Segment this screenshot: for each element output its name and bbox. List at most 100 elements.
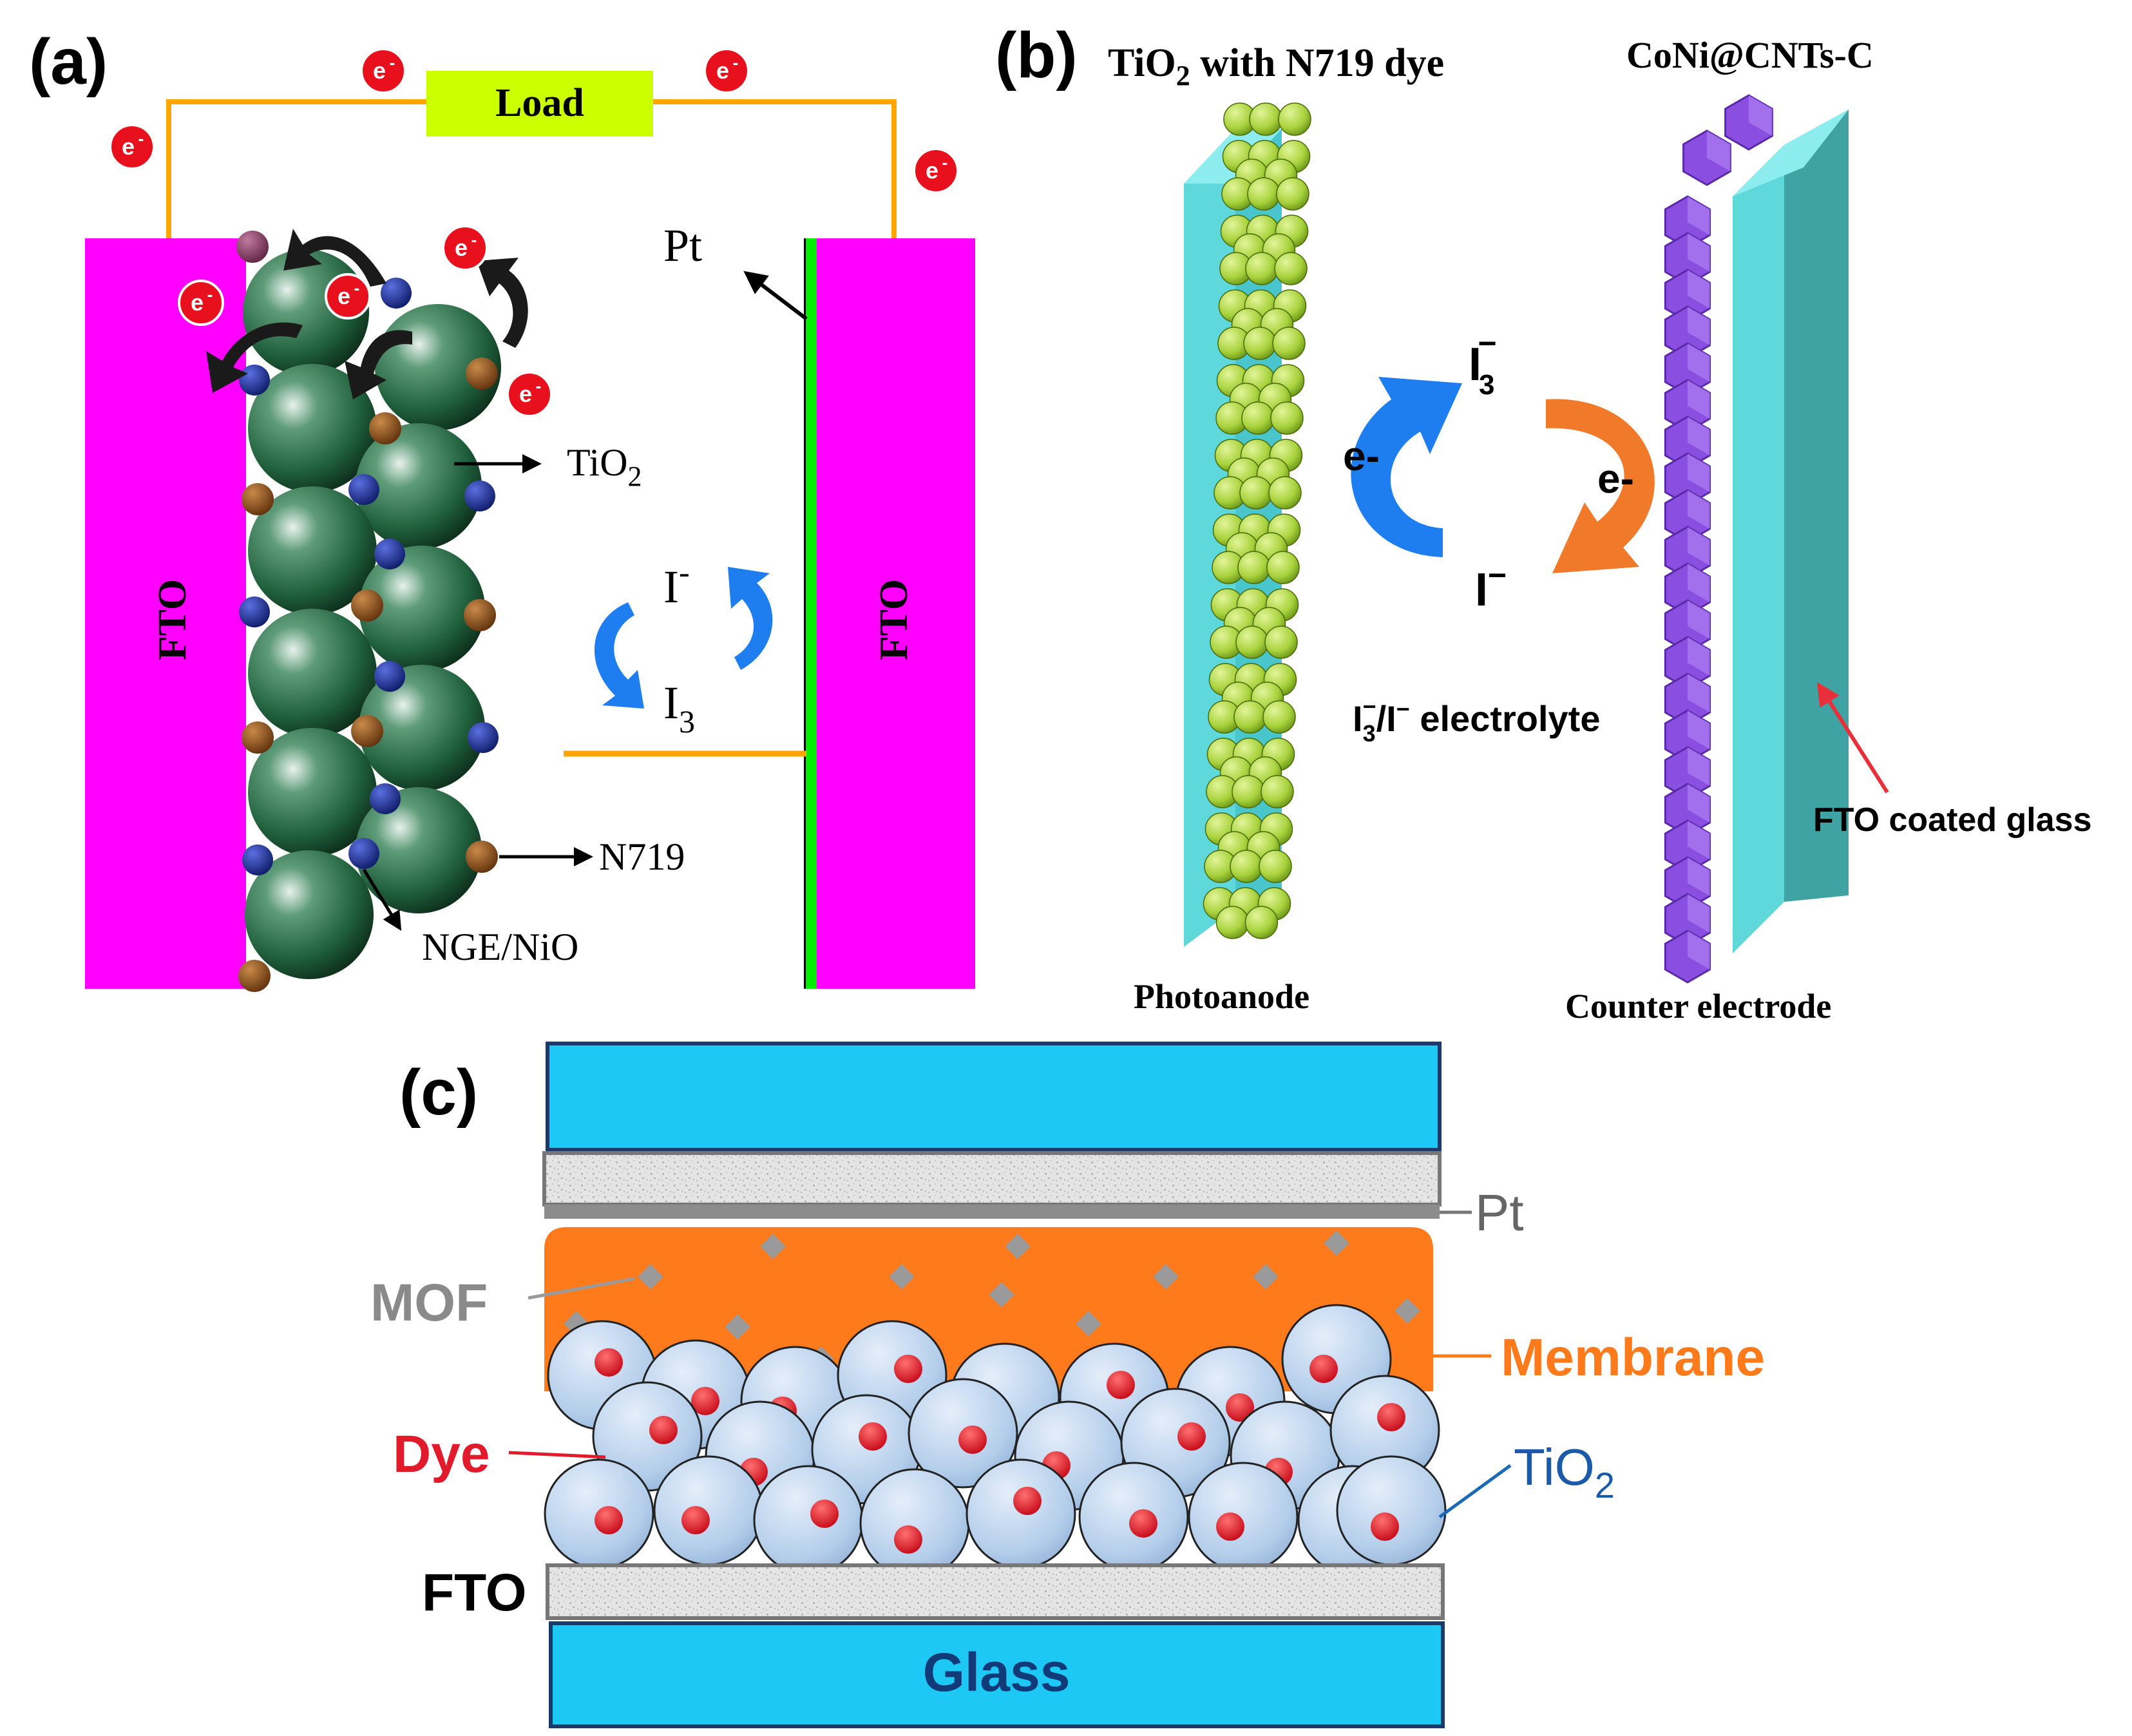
coni-particle [1664,636,1711,690]
pt-layer-c [544,1205,1440,1219]
nge-nio-pointer-arrow [362,868,402,931]
svg-text:-: - [207,285,213,304]
coni-particle [1682,129,1731,186]
iodide-label-b: I− [1475,557,1507,616]
dye-molecule-brown [466,358,498,390]
nanoparticle-bead [1274,252,1308,285]
fto-right-label: FTO [872,579,916,660]
dye-dot [894,1355,922,1383]
dye-dot [1129,1509,1157,1538]
nanoparticle-bead [1278,102,1311,136]
nanoparticle-bead [1235,625,1269,659]
tio2-sphere [248,486,377,615]
coni-particle [1664,893,1711,947]
dye-dot [1371,1512,1399,1541]
nanoparticle-bead [1261,775,1294,808]
tio2-ball [859,1468,970,1579]
nanoparticle-bead [1276,177,1309,211]
dye-molecule-blue [374,661,405,692]
dye-molecule-brown [242,721,274,754]
pt-label-c: Pt [1475,1184,1524,1241]
electron-transfer-arrows [206,229,528,399]
dye-molecule-blue [464,481,495,511]
coni-particle [1664,269,1711,323]
svg-text:-: - [471,230,477,249]
electron-marker: e - [442,225,488,271]
electron-marker: e - [325,273,371,320]
svg-text:e: e [338,283,350,309]
dye-label: Dye [393,1425,490,1483]
photoanode-title: TiO2 with N719 dye [1108,41,1444,91]
panel-a-tag: (a) [29,26,108,98]
tio2-sphere [248,609,377,738]
electron-marker: e - [703,48,750,94]
tio2-nanoparticles [544,1304,1447,1579]
mof-label: MOF [370,1273,488,1332]
tio2-sphere [245,850,374,979]
dye-pointer [508,1451,606,1459]
nanoparticle-bead [1233,700,1267,734]
coni-particle [1664,672,1711,727]
top-glass [546,1042,1442,1152]
counter-electrode-label: Counter electrode [1565,987,1831,1025]
dye-dot [1309,1355,1338,1383]
dye-molecule-brown [369,412,401,444]
coni-particle [1664,195,1711,249]
dye-molecule-blue [468,722,499,753]
svg-text:-: - [733,53,739,72]
svg-text:e: e [926,157,938,184]
svg-text:e: e [191,289,204,316]
e-left-label: e- [1343,433,1380,479]
coni-particle [1664,489,1711,543]
svg-text:e: e [519,381,532,407]
tio2-label: TiO2 [567,441,642,492]
fto-glass-pointer [1817,682,1889,794]
dye-molecule-blue [381,278,412,309]
nanoparticle-bead [1262,700,1296,734]
svg-text:e: e [373,57,386,84]
coni-particle [1664,452,1711,506]
dye-molecule-blue [374,539,405,569]
dye-molecule-blue [348,474,379,505]
coni-particle [1664,305,1711,359]
tio2-ball [966,1458,1076,1569]
nanoparticle-bead [1244,906,1279,939]
photoanode-label: Photoanode [1134,977,1309,1016]
tio2-pointer-c [1438,1464,1512,1519]
e-right-label: e- [1597,455,1634,502]
dye-dot [1013,1487,1042,1515]
load-box [426,71,653,137]
tio2-ball [753,1465,864,1576]
dye-molecule-blue [348,838,379,869]
dye-molecule-brown [466,841,498,873]
dye-dot [1107,1371,1135,1399]
tio2-sphere [356,423,482,549]
electrolyte-label: I3−/I− electrolyte [1353,693,1600,747]
tio2-sphere [356,787,482,913]
svg-text:-: - [942,153,948,172]
nanoparticle-bead [1264,625,1298,659]
panel-b: (b) TiO2 with N719 dye CoNi@CNTs-C e- e-… [995,19,2092,1025]
svg-text:-: - [138,129,144,148]
panel-b-tag: (b) [995,19,1078,91]
tio2-ball [1336,1455,1447,1566]
bottom-fto [546,1563,1445,1620]
nge-nio-label: NGE/NiO [422,926,578,968]
svg-text:-: - [536,376,542,396]
coni-particle [1664,930,1711,984]
redox-arrow-left [594,602,644,709]
nanoparticle-bead [1247,177,1280,211]
electron-markers: e - e - e - e - e - [109,48,959,417]
dye-molecule-brown [242,483,274,515]
electron-marker: e - [178,280,224,326]
bottom-glass [549,1621,1445,1728]
mof-particle [725,1314,750,1340]
nanoparticle-bead [1215,906,1250,939]
svg-text:e: e [455,234,468,261]
triiodide-label: I3 [663,677,695,739]
dye-molecule-brown [464,599,496,631]
dye-molecule-blue [239,596,270,627]
coni-particle [1664,709,1711,763]
dye-dot [958,1426,987,1454]
nanoparticle-bead [1268,476,1302,510]
